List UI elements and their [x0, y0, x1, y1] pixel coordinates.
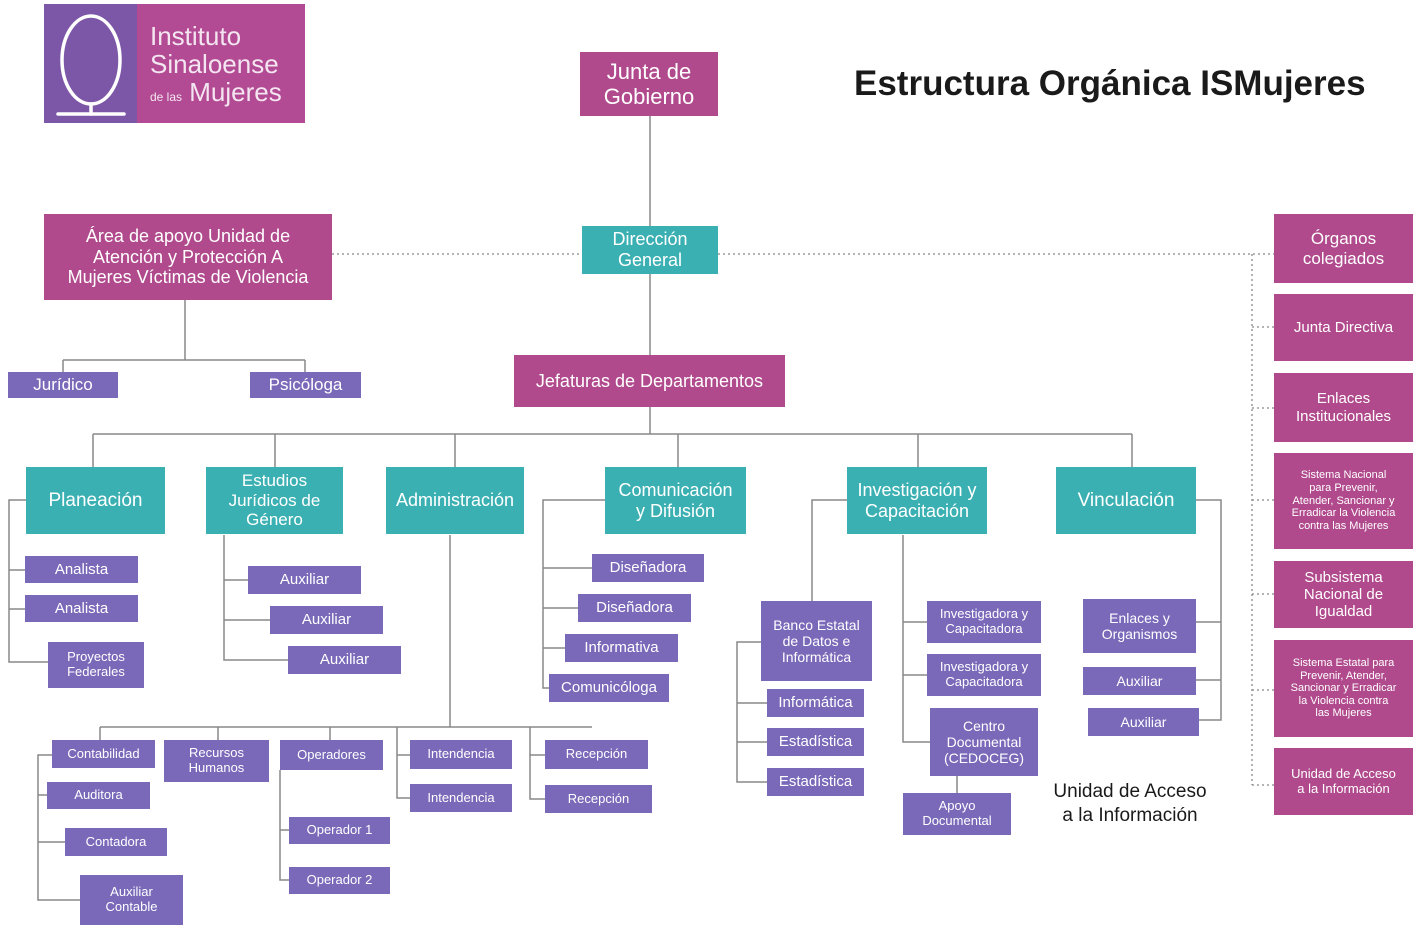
logo-line-1: Instituto	[150, 21, 242, 51]
box-estadistica-2: Estadística	[767, 768, 864, 796]
box-area-apoyo: Área de apoyo Unidad de Atención y Prote…	[44, 214, 332, 300]
box-investigadora-1: Investigadora y Capacitadora	[927, 601, 1041, 643]
box-junta-directiva: Junta Directiva	[1274, 294, 1413, 361]
box-intendencia-1: Intendencia	[410, 740, 512, 769]
box-direccion-general: Dirección General	[582, 226, 718, 274]
box-unidad-acceso: Unidad de Acceso a la Información	[1274, 748, 1413, 815]
box-auxiliar-vin-1: Auxiliar	[1083, 667, 1196, 695]
box-informatica: Informática	[767, 689, 864, 717]
logo-text: Instituto Sinaloense de las Mujeres	[150, 22, 282, 111]
box-juridico: Jurídico	[8, 372, 118, 398]
box-centro-documental: Centro Documental (CEDOCEG)	[930, 708, 1038, 776]
box-auxiliar-ej-1: Auxiliar	[248, 566, 361, 594]
logo-text-panel	[137, 4, 305, 123]
box-comunicologa: Comunicóloga	[549, 674, 669, 702]
box-subsistema: Subsistema Nacional de Igualdad	[1274, 561, 1413, 628]
institute-logo: Instituto Sinaloense de las Mujeres	[44, 4, 305, 123]
box-disenadora-2: Diseñadora	[578, 594, 691, 622]
box-proyectos-federales: Proyectos Federales	[48, 642, 144, 688]
box-disenadora-1: Diseñadora	[592, 554, 704, 582]
box-recursos-humanos: Recursos Humanos	[164, 740, 269, 782]
box-organos-colegiados: Órganos colegiados	[1274, 214, 1413, 283]
box-jefaturas: Jefaturas de Departamentos	[514, 355, 785, 407]
box-comunicacion: Comunicación y Difusión	[605, 467, 746, 534]
box-banco-estatal: Banco Estatal de Datos e Informática	[761, 601, 872, 681]
box-operador-1: Operador 1	[289, 817, 390, 844]
box-operador-2: Operador 2	[289, 867, 390, 894]
box-apoyo-documental: Apoyo Documental	[903, 793, 1011, 835]
unidad-acceso-label: Unidad de Acceso a la Información	[1053, 781, 1207, 826]
box-analista-2: Analista	[25, 595, 138, 622]
box-auxiliar-ej-3: Auxiliar	[288, 646, 401, 674]
box-psicologa: Psicóloga	[250, 372, 361, 398]
box-investigadora-2: Investigadora y Capacitadora	[927, 654, 1041, 696]
box-recepcion-2: Recepción	[545, 785, 652, 813]
box-planeacion: Planeación	[26, 467, 165, 534]
box-sistema-estatal: Sistema Estatal para Prevenir, Atender, …	[1274, 640, 1413, 737]
box-informativa: Informativa	[565, 634, 678, 662]
box-analista-1: Analista	[25, 556, 138, 583]
box-administracion: Administración	[386, 467, 524, 534]
box-enlaces-organismos: Enlaces y Organismos	[1083, 599, 1196, 653]
box-vinculacion: Vinculación	[1056, 467, 1196, 534]
omega-woman-logo-icon	[44, 4, 137, 123]
logo-line-3-small: de las	[150, 90, 183, 104]
box-investigacion: Investigación y Capacitación	[847, 467, 987, 534]
box-auxiliar-contable: Auxiliar Contable	[80, 875, 183, 925]
box-auxiliar-vin-2: Auxiliar	[1088, 708, 1199, 736]
box-operadores: Operadores	[280, 740, 383, 770]
box-recepcion-1: Recepción	[545, 740, 648, 769]
logo-line-3-big: Mujeres	[189, 77, 282, 107]
box-junta-gobierno: Junta de Gobierno	[580, 52, 718, 116]
box-enlaces-institucionales: Enlaces Institucionales	[1274, 373, 1413, 442]
box-estudios-juridicos: Estudios Jurídicos de Género	[206, 467, 343, 534]
box-intendencia-2: Intendencia	[410, 784, 512, 812]
box-estadistica-1: Estadística	[767, 728, 864, 756]
chart-title: Estructura Orgánica ISMujeres	[854, 64, 1366, 103]
box-auxiliar-ej-2: Auxiliar	[270, 606, 383, 634]
box-contabilidad: Contabilidad	[52, 740, 155, 768]
box-contadora: Contadora	[65, 828, 167, 856]
logo-line-2: Sinaloense	[150, 49, 279, 79]
box-sistema-nacional: Sistema Nacional para Prevenir, Atender,…	[1274, 453, 1413, 549]
box-auditora: Auditora	[47, 782, 150, 809]
